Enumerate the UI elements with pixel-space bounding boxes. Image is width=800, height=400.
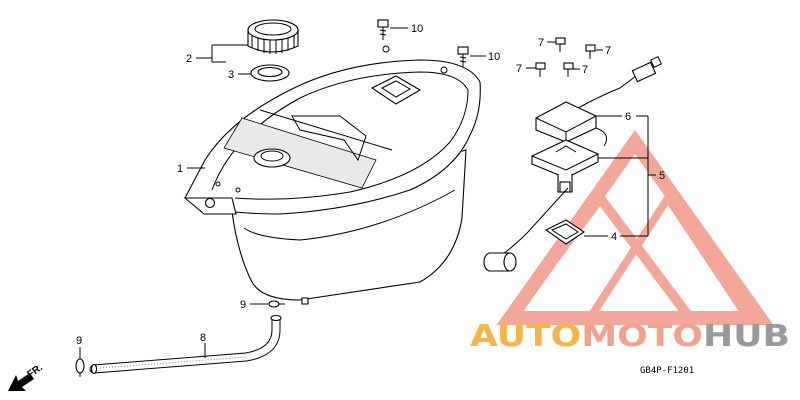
fuel-tank: [183, 45, 481, 305]
watermark-brand-moto: MOTO: [581, 319, 703, 354]
callout-7-d: 7: [582, 64, 588, 76]
callout-5: 5: [659, 170, 665, 182]
bolt-10-a: [377, 19, 389, 40]
screw-7-c: [535, 62, 546, 77]
callout-9-lower: 9: [76, 335, 82, 347]
clip-9-lower: [75, 358, 85, 377]
fuel-unit: [483, 127, 608, 272]
watermark-brand-hub: HUB: [703, 319, 790, 354]
callout-1: 1: [177, 163, 183, 175]
screw-7-b: [585, 44, 596, 59]
filler-gasket: [250, 64, 290, 82]
callout-7-c: 7: [516, 63, 522, 75]
callout-6: 6: [625, 111, 631, 123]
screw-7-d: [563, 62, 574, 77]
fuel-unit-cover: [535, 56, 662, 143]
diagram-code: GB4P-F1201: [640, 366, 694, 376]
front-direction-arrow: [8, 373, 34, 391]
callout-3: 3: [228, 69, 234, 81]
callout-9-upper: 9: [240, 299, 246, 311]
callout-10-b: 10: [488, 51, 500, 63]
screw-7-a: [555, 37, 566, 52]
breather-tube: [89, 314, 282, 375]
fuel-unit-gasket: [544, 219, 585, 245]
leader-lines: [79, 27, 656, 359]
bolt-10-b: [457, 46, 469, 67]
callout-2: 2: [186, 53, 192, 65]
callout-7-b: 7: [605, 45, 611, 57]
watermark-brand-auto: AUTO: [470, 319, 581, 354]
filler-cap: [247, 19, 299, 54]
callout-10-a: 10: [411, 23, 423, 35]
callout-7-a: 7: [538, 37, 544, 49]
callout-4: 4: [611, 231, 617, 243]
callout-8: 8: [200, 332, 206, 344]
clip-9-upper: [268, 300, 285, 308]
